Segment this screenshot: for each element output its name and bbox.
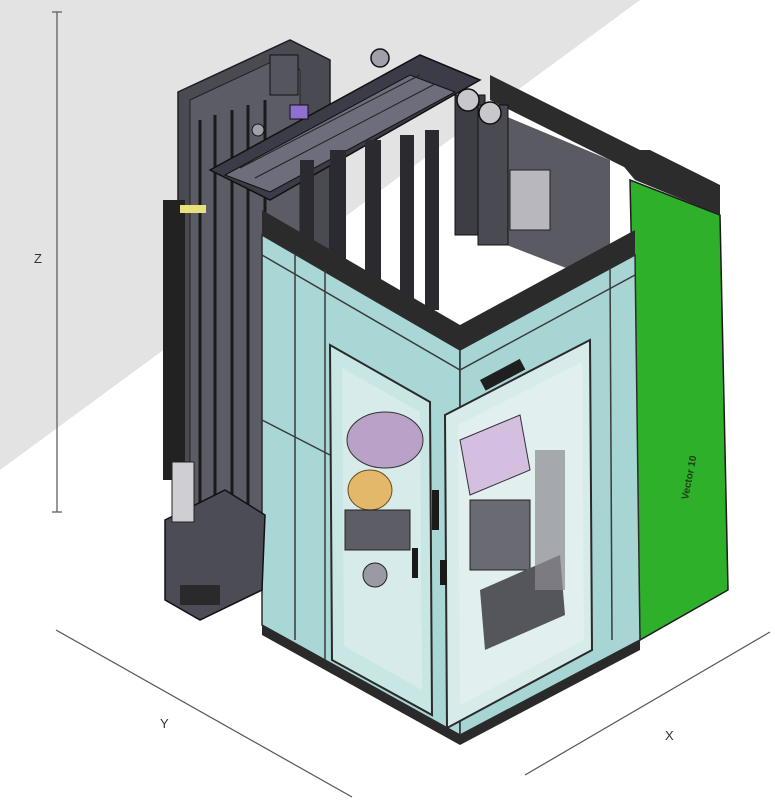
internal-turret [346, 411, 424, 469]
axis-z: Z [34, 11, 62, 513]
warning-tag [180, 205, 206, 213]
axis-z-label: Z [34, 251, 42, 266]
filter-cylinder [171, 461, 195, 523]
axis-x-label: X [665, 728, 674, 743]
door-handle-icon [432, 490, 439, 530]
axis-x: X [524, 631, 771, 776]
axis-y-arrow [55, 629, 353, 798]
cabin-top-rim [262, 210, 635, 350]
machine-cabin: Vector 10 [163, 39, 729, 745]
green-side-panel [629, 178, 729, 642]
left-column [163, 200, 185, 480]
motor-icon [370, 48, 390, 68]
axis-y: Y [55, 629, 353, 798]
axis-y-label: Y [160, 716, 169, 731]
axis-x-arrow [524, 631, 771, 776]
